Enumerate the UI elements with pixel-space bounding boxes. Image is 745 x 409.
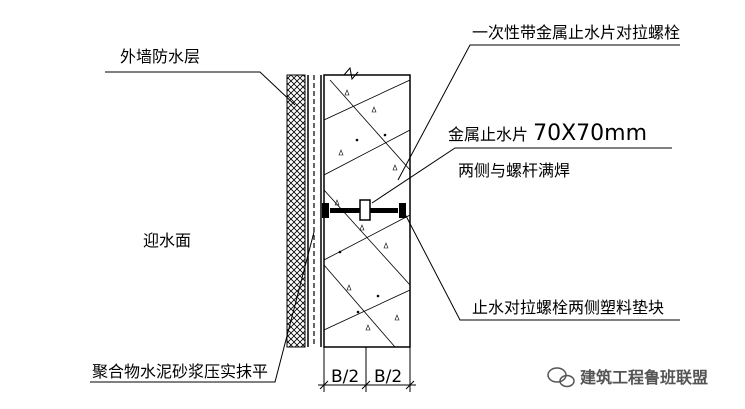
leader-lines	[90, 44, 680, 383]
label-polymer-mortar: 聚合物水泥砂浆压实抹平	[92, 362, 268, 381]
label-weld-both-sides: 两侧与螺杆满焊	[458, 161, 570, 180]
plastic-pad-right	[399, 203, 406, 218]
plastic-pad-left	[322, 203, 329, 218]
dim-label-right: B/2	[374, 367, 402, 387]
label-metal-waterstop-cn: 金属止水片	[448, 125, 528, 144]
dimension	[318, 347, 416, 392]
label-metal-waterstop: 金属止水片 70X70mm	[448, 121, 647, 146]
label-one-time-bolt: 一次性带金属止水片对拉螺栓	[472, 23, 680, 42]
label-water-facing-side: 迎水面	[143, 231, 191, 250]
label-metal-waterstop-size: 70X70mm	[533, 121, 647, 146]
watermark-text: 建筑工程鲁班联盟	[580, 368, 708, 387]
break-mark	[343, 66, 359, 81]
wechat-icon	[547, 367, 575, 388]
tie-bolt	[322, 199, 406, 221]
waterproof-layer	[286, 74, 306, 348]
dim-label-left: B/2	[331, 367, 359, 387]
label-plastic-pads: 止水对拉螺栓两侧塑料垫块	[472, 298, 664, 317]
metal-waterstop-plate	[359, 199, 371, 221]
watermark: 建筑工程鲁班联盟	[547, 367, 708, 388]
label-exterior-waterproof-layer: 外墙防水层	[120, 47, 200, 66]
